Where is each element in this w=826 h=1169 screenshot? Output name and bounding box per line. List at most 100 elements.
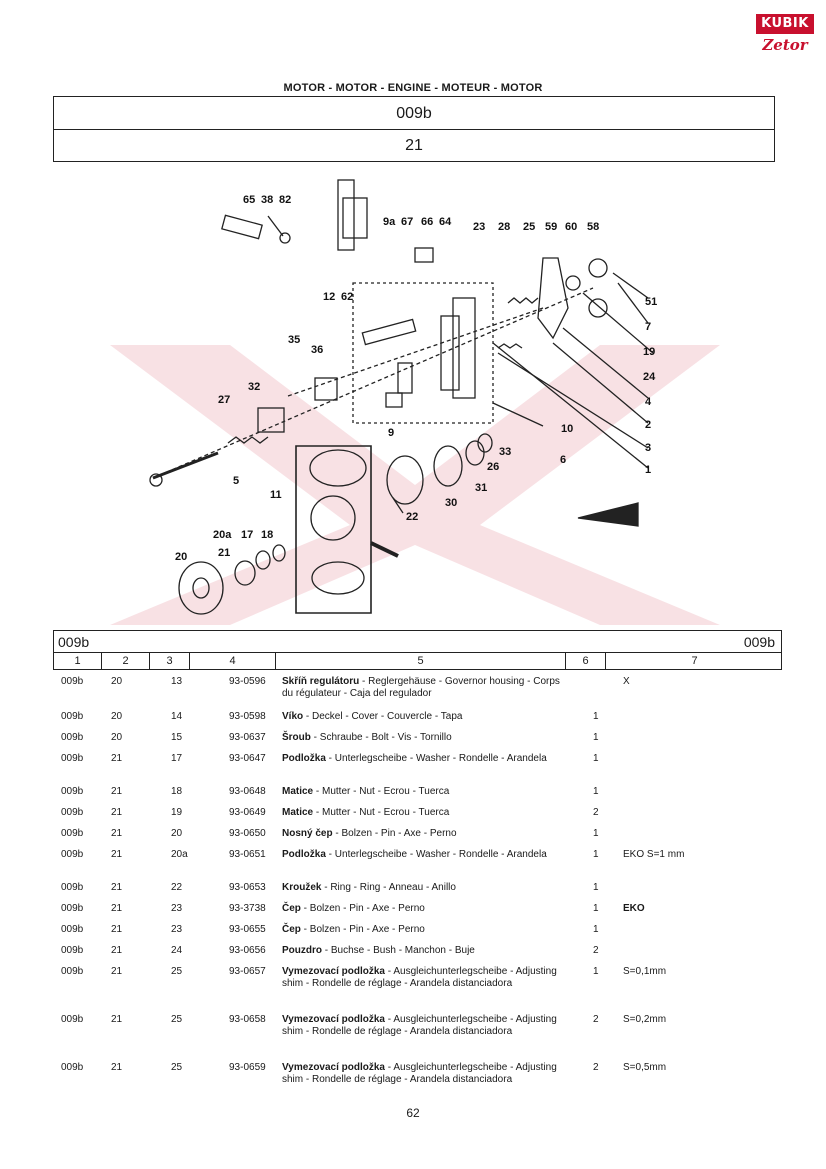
cell-group: 009b — [61, 903, 84, 914]
cell-description: Skříň regulátoru - Reglergehäuse - Gover… — [282, 676, 560, 699]
callout-label: 33 — [499, 446, 511, 458]
callout-label: 5 — [233, 475, 239, 487]
cell-quantity: 1 — [593, 786, 599, 797]
callout-label: 9 — [388, 427, 394, 439]
cell-sub: 21 — [111, 924, 123, 935]
cell-part-number: 93-0657 — [229, 966, 266, 977]
logo-zetor-text: Zetor — [762, 36, 808, 54]
cell-sub: 21 — [111, 1014, 123, 1025]
page-title: MOTOR - MOTOR - ENGINE - MOTEUR - MOTOR — [283, 82, 543, 94]
logo-kubik-text: KUBIK — [756, 14, 814, 34]
callout-label: 17 — [241, 529, 253, 541]
callout-label: 6 — [560, 454, 566, 466]
cell-note: EKO — [623, 903, 645, 914]
cell-sub: 21 — [111, 882, 123, 893]
cell-note: S=0,5mm — [623, 1062, 667, 1073]
column-header-5: 5 — [276, 653, 566, 669]
cell-sub: 21 — [111, 849, 123, 860]
cell-group: 009b — [61, 849, 84, 860]
cell-sub: 21 — [111, 807, 123, 818]
cell-quantity: 2 — [593, 1014, 599, 1025]
callout-label: 65 — [243, 194, 255, 206]
cell-part-number: 93-0649 — [229, 807, 266, 818]
callout-label: 51 — [645, 296, 657, 308]
cell-sub: 21 — [111, 945, 123, 956]
callout-label: 30 — [445, 497, 457, 509]
callout-label: 27 — [218, 394, 230, 406]
kubik-watermark — [110, 345, 720, 625]
cell-description: Pouzdro - Buchse - Bush - Manchon - Buje — [282, 945, 475, 956]
cell-group: 009b — [61, 1014, 84, 1025]
callout-label: 20 — [175, 551, 187, 563]
cell-group: 009b — [61, 945, 84, 956]
cell-quantity: 1 — [593, 924, 599, 935]
callout-label: 24 — [643, 371, 656, 383]
callout-label: 3 — [645, 442, 651, 454]
cell-part-number: 93-3738 — [229, 903, 266, 914]
cell-part-number: 93-0653 — [229, 882, 266, 893]
cell-note: S=0,2mm — [623, 1014, 667, 1025]
column-header-3: 3 — [150, 653, 190, 669]
cell-part-number: 93-0656 — [229, 945, 266, 956]
callout-label: 21 — [218, 547, 230, 559]
cell-group: 009b — [61, 711, 84, 722]
cell-description: Podložka - Unterlegscheibe - Washer - Ro… — [282, 753, 547, 764]
callout-label: 12 — [323, 291, 335, 303]
cell-description: Podložka - Unterlegscheibe - Washer - Ro… — [282, 849, 547, 860]
callout-label: 58 — [587, 221, 599, 233]
callout-label: 26 — [487, 461, 499, 473]
cell-description: Čep - Bolzen - Pin - Axe - Perno — [282, 924, 425, 935]
cell-description: Kroužek - Ring - Ring - Anneau - Anillo — [282, 882, 456, 893]
cell-part-number: 93-0659 — [229, 1062, 266, 1073]
cell-position: 25 — [171, 1014, 183, 1025]
cell-part-number: 93-0637 — [229, 732, 266, 743]
cell-sub: 21 — [111, 828, 123, 839]
callout-label: 67 — [401, 216, 413, 228]
callout-label: 32 — [248, 381, 260, 393]
column-header-4: 4 — [190, 653, 276, 669]
cell-position: 20a — [171, 849, 188, 860]
cell-group: 009b — [61, 828, 84, 839]
cell-part-number: 93-0658 — [229, 1014, 266, 1025]
table-right-code: 009b — [743, 634, 775, 650]
cell-sub: 21 — [111, 1062, 123, 1073]
parts-table-header: 009b 009b 1 2 3 4 5 6 7 — [53, 630, 782, 670]
cell-part-number: 93-0650 — [229, 828, 266, 839]
page-number: 62 — [406, 1106, 420, 1120]
cell-quantity: 1 — [593, 732, 599, 743]
cell-part-number: 93-0598 — [229, 711, 266, 722]
cell-description: Víko - Deckel - Cover - Couvercle - Tapa — [282, 711, 463, 722]
cell-position: 25 — [171, 1062, 183, 1073]
cell-group: 009b — [61, 676, 84, 687]
cell-position: 15 — [171, 732, 183, 743]
cell-sub: 21 — [111, 753, 123, 764]
cell-quantity: 1 — [593, 882, 599, 893]
cell-quantity: 1 — [593, 849, 599, 860]
cell-description: Nosný čep - Bolzen - Pin - Axe - Perno — [282, 828, 457, 839]
cell-part-number: 93-0596 — [229, 676, 266, 687]
cell-sub: 20 — [111, 732, 123, 743]
cell-position: 24 — [171, 945, 183, 956]
cell-description: Čep - Bolzen - Pin - Axe - Perno — [282, 903, 425, 914]
callout-label: 60 — [565, 221, 577, 233]
callout-label: 22 — [406, 511, 418, 523]
cell-description: Matice - Mutter - Nut - Ecrou - Tuerca — [282, 807, 450, 818]
callout-label: 38 — [261, 194, 273, 206]
cell-position: 19 — [171, 807, 183, 818]
cell-group: 009b — [61, 753, 84, 764]
callout-label: 66 — [421, 216, 433, 228]
callout-label: 2 — [645, 419, 651, 431]
cell-group: 009b — [61, 882, 84, 893]
callout-label: 25 — [523, 221, 535, 233]
kubik-zetor-logo: KUBIK Zetor — [756, 14, 814, 62]
cell-note: X — [623, 676, 630, 687]
callout-label: 62 — [341, 291, 353, 303]
cell-description: Vymezovací podložka - Ausgleichunterlegs… — [282, 1062, 557, 1085]
cell-sub: 21 — [111, 786, 123, 797]
cell-description: Šroub - Schraube - Bolt - Vis - Tornillo — [282, 732, 452, 743]
cell-position: 22 — [171, 882, 183, 893]
cell-description: Matice - Mutter - Nut - Ecrou - Tuerca — [282, 786, 450, 797]
column-header-1: 1 — [54, 653, 102, 669]
callout-label: 59 — [545, 221, 557, 233]
cell-description: Vymezovací podložka - Ausgleichunterlegs… — [282, 1014, 557, 1037]
